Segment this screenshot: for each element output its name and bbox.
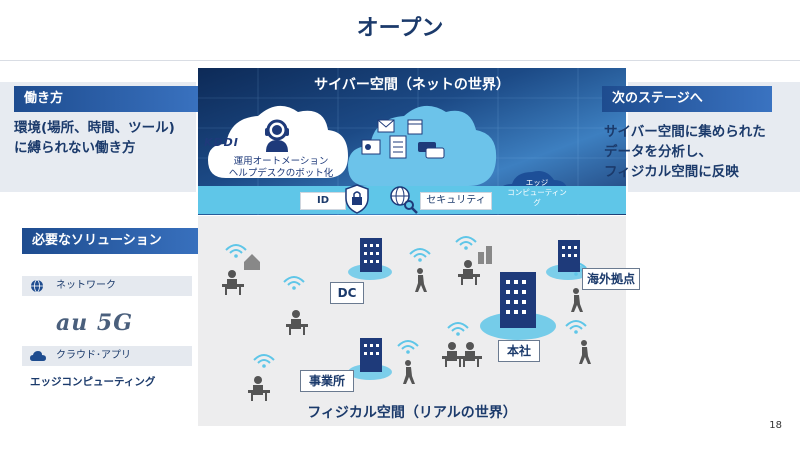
wifi-icon <box>283 276 305 291</box>
shield-lock-icon <box>345 184 369 214</box>
edge-computing-text: エッジコンピューティング <box>30 376 156 388</box>
office-label: 事業所 <box>300 370 354 392</box>
cloud-app-label: クラウド･アプリ <box>56 350 131 361</box>
hq-label: 本社 <box>498 340 540 362</box>
hq-building-icon <box>480 272 556 340</box>
remote-worker-icon <box>222 270 244 295</box>
next-stage-text: サイバー空間に集められた データを分析し、 フィジカル空間に反映 <box>604 122 800 182</box>
walker-icon <box>571 288 583 312</box>
cyber-space-title: サイバー空間（ネットの世界） <box>314 77 510 93</box>
remote-worker-icon <box>248 376 270 401</box>
page-number: 18 <box>769 420 782 431</box>
solutions-tag: 必要なソリューション <box>22 228 212 254</box>
overseas-building-icon <box>546 240 590 280</box>
edge-line-1: エッジ <box>525 178 549 187</box>
security-label: セキュリティ <box>420 192 492 210</box>
city-icon <box>478 246 492 264</box>
globe-search-icon <box>390 186 418 214</box>
work-style-line-2: に縛られない働き方 <box>14 140 136 156</box>
profile-card-icon <box>361 139 381 155</box>
slide-title: オープン <box>356 16 444 41</box>
globe-icon <box>31 279 43 293</box>
dc-building-icon <box>348 238 392 280</box>
overseas-label: 海外拠点 <box>582 268 640 290</box>
calendar-icon <box>407 119 423 135</box>
work-style-tag: 働き方 <box>14 86 206 112</box>
document-icon <box>389 135 407 159</box>
app-icons-group <box>361 119 445 159</box>
automation-line-1: 運用オートメーション <box>233 156 329 167</box>
wifi-icon <box>225 244 247 259</box>
network-row: ネットワーク <box>22 276 192 296</box>
physical-space-panel <box>198 216 626 426</box>
edge-line-2: コンピューティング <box>507 188 567 207</box>
next-stage-tag: 次のステージへ <box>602 86 772 112</box>
walker-icon <box>415 268 427 292</box>
wifi-icon <box>455 236 477 251</box>
next-stage-line-2: データを分析し、 <box>604 144 712 160</box>
wifi-icon <box>565 320 587 335</box>
automation-line-2: ヘルプデスクのボット化 <box>228 168 334 179</box>
office-building-icon <box>348 338 392 380</box>
work-style-line-1: 環境(場所、時間、ツール) <box>14 120 175 136</box>
automation-text: 運用オートメーション ヘルプデスクのボット化 <box>228 156 334 180</box>
id-label: ID <box>300 192 346 210</box>
work-style-text: 環境(場所、時間、ツール) に縛られない働き方 <box>14 118 194 158</box>
wifi-icon <box>447 322 469 337</box>
network-label: ネットワーク <box>56 280 116 291</box>
dc-label: DC <box>330 282 364 304</box>
home-icon <box>244 254 260 270</box>
cafe-worker-icon <box>458 260 480 285</box>
walker-icon <box>579 340 591 364</box>
physical-scene-graphic <box>222 236 591 401</box>
next-stage-line-1: サイバー空間に集められた <box>604 124 766 140</box>
next-stage-line-3: フィジカル空間に反映 <box>604 164 739 180</box>
cloud-icon <box>30 351 46 361</box>
title-divider <box>0 60 800 61</box>
walker-icon <box>403 360 415 384</box>
chat-icon <box>418 142 445 159</box>
remote-worker-icon <box>286 310 308 335</box>
physical-space-title: フィジカル空間（リアルの世界） <box>307 405 517 421</box>
mail-icon <box>377 119 395 133</box>
support-bot-icon <box>265 119 289 152</box>
cloud-app-row: クラウド･アプリ <box>22 346 192 366</box>
wifi-icon <box>397 340 419 355</box>
meeting-icon <box>442 342 482 367</box>
wifi-icon <box>253 354 275 369</box>
edge-computing-cloud-text: エッジ コンピューティング <box>506 178 568 208</box>
au5g-logo: au 5G <box>56 310 134 336</box>
kddi-logo: KDDI <box>204 136 239 149</box>
wifi-icon <box>409 248 431 263</box>
